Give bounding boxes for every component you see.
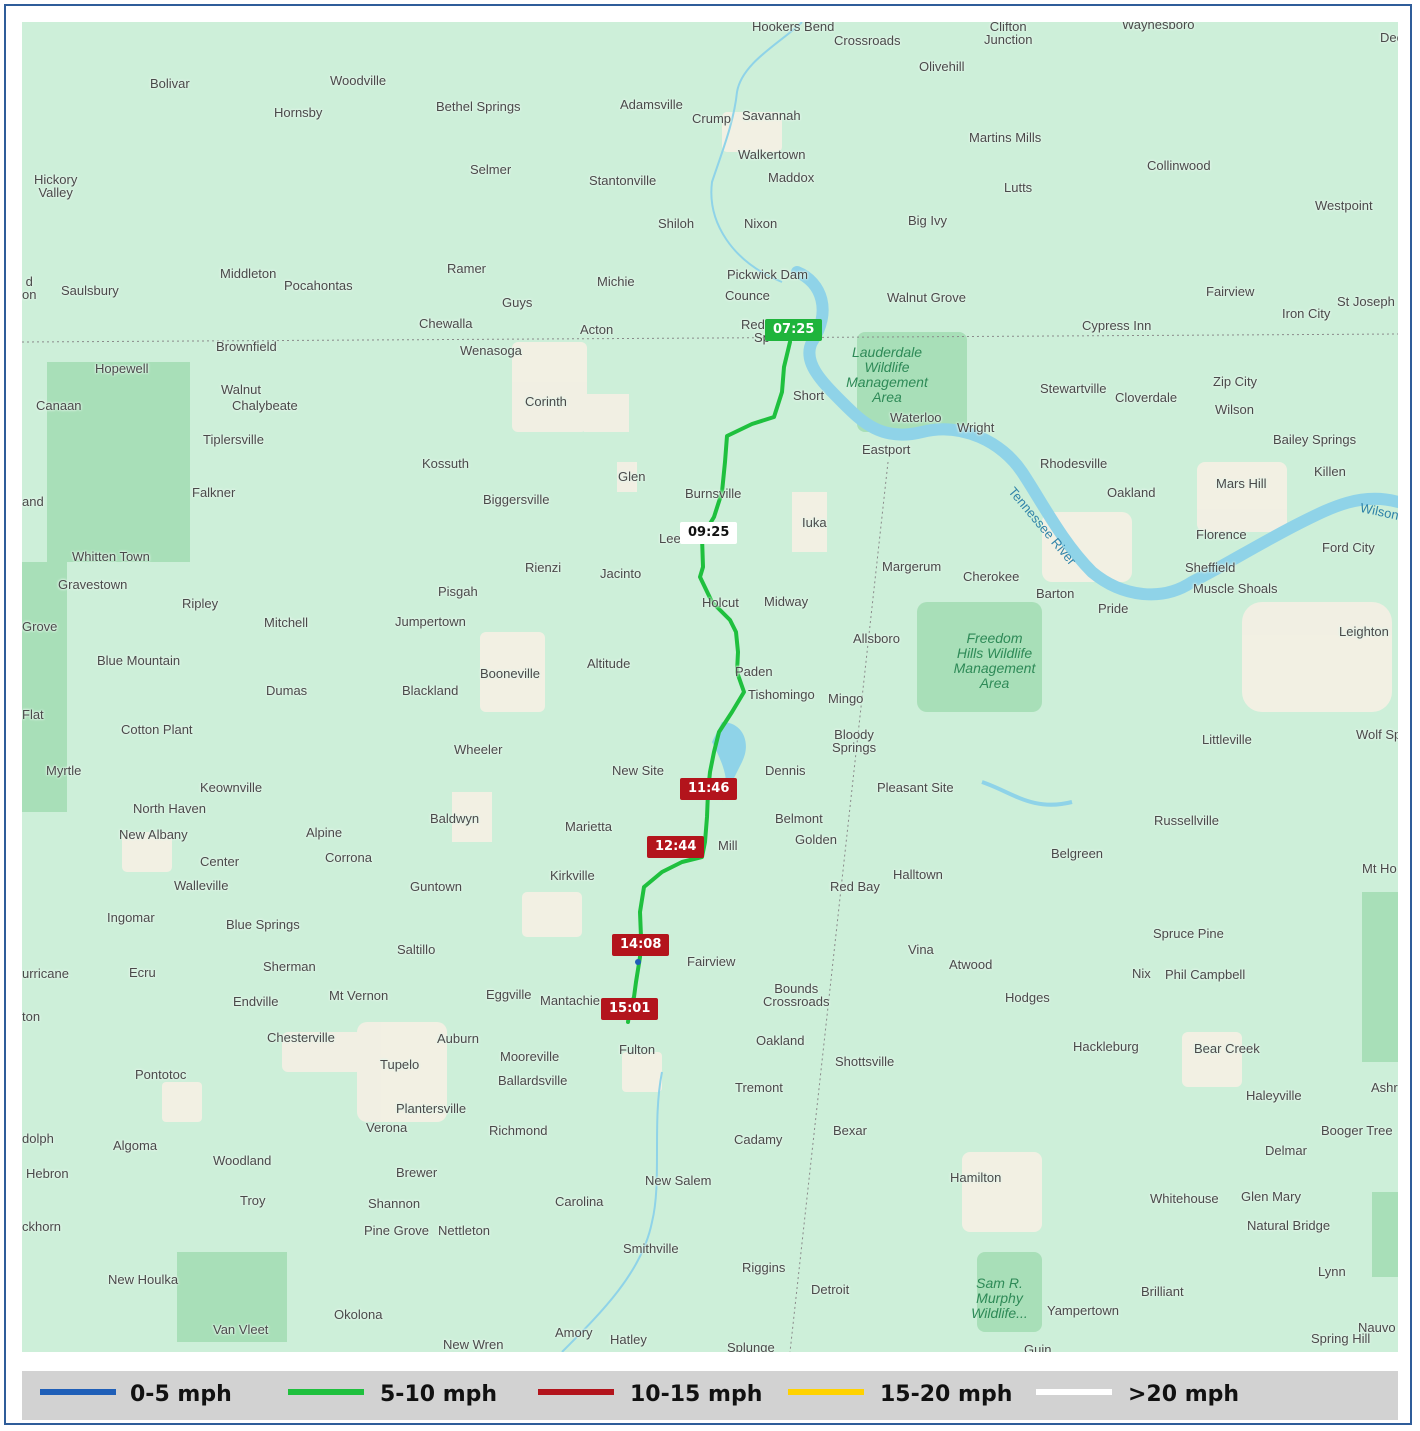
map-canvas[interactable]: Tennessee River Wilson La Lauderdale Wil… [22,22,1398,1352]
route-time-tag[interactable]: 11:46 [680,778,738,800]
legend-label: 5-10 mph [380,1382,498,1407]
legend-swatch [1036,1389,1112,1395]
legend-label: 15-20 mph [880,1382,1013,1407]
freedom-hills-wma-label: Freedom Hills Wildlife Management Area [953,630,1036,691]
route-time-tag[interactable]: 09:25 [680,522,738,544]
legend-swatch [40,1389,116,1395]
legend-swatch [788,1389,864,1395]
legend-swatch [288,1389,364,1395]
map-base [22,22,1398,1352]
legend-label: >20 mph [1128,1382,1240,1407]
legend-label: 10-15 mph [630,1382,763,1407]
route-time-tag[interactable]: 14:08 [612,934,670,956]
speed-legend: 0-5 mph 5-10 mph 10-15 mph 15-20 mph >20… [22,1371,1398,1420]
sam-murphy-wildlife-label: Sam R. Murphy Wildlife... [971,1275,1028,1321]
route-time-tag[interactable]: 15:01 [601,998,659,1020]
legend-label: 0-5 mph [130,1382,232,1407]
lauderdale-wma-label: Lauderdale Wildlife Management Area [846,344,928,405]
route-line [626,340,792,1024]
route-time-tag[interactable]: 12:44 [647,836,705,858]
legend-swatch [538,1389,614,1395]
route-time-tag[interactable]: 07:25 [765,319,823,341]
